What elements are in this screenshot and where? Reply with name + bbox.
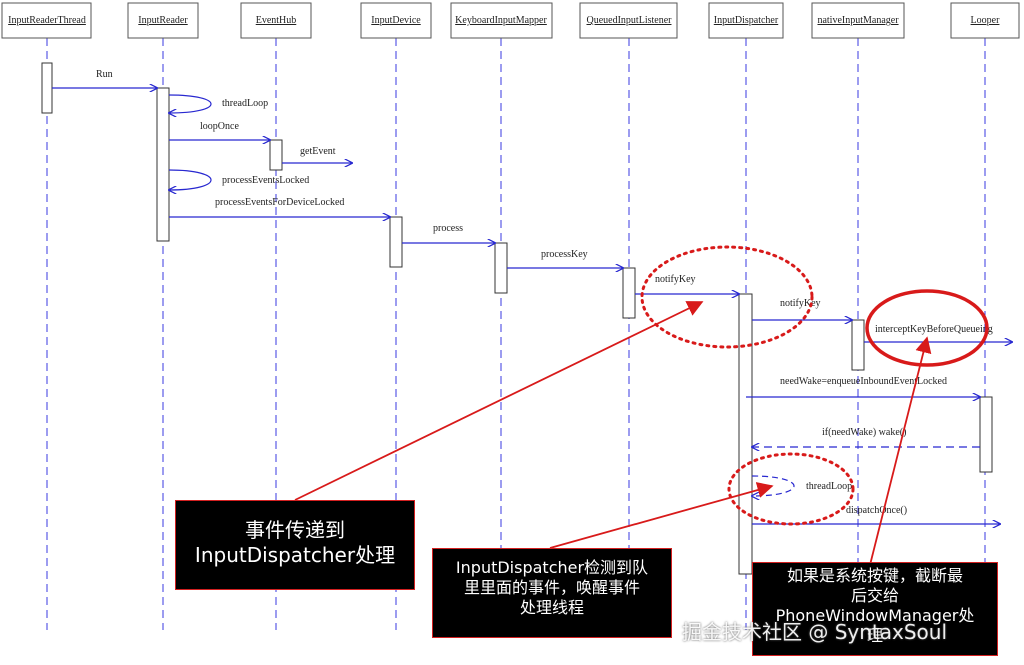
callout-2-line-3: 处理线程 — [519, 598, 584, 617]
participant-box-looper — [950, 2, 1020, 39]
activation-input-device — [389, 216, 403, 268]
participant-box-native-input-manager — [811, 2, 905, 39]
pointer-callout-3 — [869, 336, 932, 566]
callout-1-line-1: 事件传递到 — [245, 518, 345, 542]
highlight-notify-key — [640, 245, 814, 349]
arrow-process-events-locked-self — [169, 169, 212, 190]
participant-box-input-reader-thread — [1, 2, 92, 39]
callout-2-line-2: 里里面的事件，唤醒事件 — [463, 578, 640, 597]
callout-system-key-intercept: 如果是系统按键，截断最 后交给 PhoneWindowManager处 理 — [752, 562, 998, 656]
msg-process-events-locked: processEventsLocked — [222, 175, 309, 186]
participant-queued-input-listener: QueuedInputListener — [587, 15, 673, 26]
callout-3-line-2: 后交给 — [850, 586, 899, 605]
watermark: 掘金技术社区 @ SyntaxSoul — [682, 620, 948, 644]
participant-event-hub: EventHub — [256, 15, 297, 26]
participant-box-input-dispatcher — [708, 2, 784, 39]
callout-2-line-1: InputDispatcher检测到队 — [455, 558, 649, 577]
msg-need-wake: needWake=enqueueInboundEventLocked — [780, 376, 947, 387]
participant-input-reader-thread: InputReaderThread — [8, 15, 86, 26]
msg-process: process — [433, 223, 463, 234]
activation-input-reader — [156, 87, 170, 242]
participant-box-input-device — [360, 2, 432, 39]
participant-input-device: InputDevice — [371, 15, 421, 26]
participant-box-keyboard-input-mapper — [450, 2, 553, 39]
pointer-callout-2 — [549, 482, 774, 549]
participant-keyboard-input-mapper: KeyboardInputMapper — [455, 15, 547, 26]
msg-notify-key-1: notifyKey — [655, 274, 696, 285]
activation-keyboard-input-mapper — [494, 242, 508, 294]
callout-event-to-dispatcher: 事件传递到 InputDispatcher处理 — [175, 500, 415, 590]
participant-native-input-manager: nativeInputManager — [817, 15, 899, 26]
callout-3-line-4: 理 — [866, 626, 883, 645]
callout-3-line-3: PhoneWindowManager处 — [775, 606, 975, 625]
arrow-thread-loop-2-self — [752, 475, 795, 496]
participant-box-queued-input-listener — [579, 2, 678, 39]
msg-process-events-for-device: processEventsForDeviceLocked — [215, 197, 344, 208]
participant-looper: Looper — [971, 15, 1001, 26]
callout-1-line-2: InputDispatcher处理 — [194, 543, 396, 567]
msg-thread-loop: threadLoop — [222, 98, 268, 109]
msg-wake: if(needWake) wake() — [822, 427, 906, 438]
msg-process-key: processKey — [541, 249, 588, 260]
msg-loop-once: loopOnce — [200, 121, 239, 132]
msg-dispatch-once: dispatchOnce() — [846, 505, 907, 516]
participant-box-input-reader — [127, 2, 199, 39]
arrow-thread-loop-self — [169, 94, 212, 113]
activation-native-input-manager — [851, 319, 865, 371]
activation-looper — [979, 396, 993, 473]
activation-input-reader-thread — [41, 62, 53, 114]
callout-3-line-1: 如果是系统按键，截断最 — [786, 566, 963, 585]
pointer-callout-1 — [294, 301, 704, 501]
participant-input-dispatcher: InputDispatcher — [714, 15, 779, 26]
msg-notify-key-2: notifyKey — [780, 298, 821, 309]
highlight-intercept-key — [865, 289, 989, 367]
participant-input-reader: InputReader — [138, 15, 188, 26]
msg-thread-loop-2: threadLoop — [806, 481, 852, 492]
msg-get-event: getEvent — [300, 146, 336, 157]
activation-queued-input-listener — [622, 267, 636, 319]
msg-intercept-key: interceptKeyBeforeQueueing — [875, 324, 993, 335]
participant-box-event-hub — [240, 2, 312, 39]
activation-input-dispatcher — [738, 293, 753, 575]
activation-event-hub — [269, 139, 283, 171]
callout-dispatcher-wakeup: InputDispatcher检测到队 里里面的事件，唤醒事件 处理线程 — [432, 548, 672, 638]
highlight-thread-loop — [727, 452, 855, 526]
msg-run: Run — [96, 69, 113, 80]
